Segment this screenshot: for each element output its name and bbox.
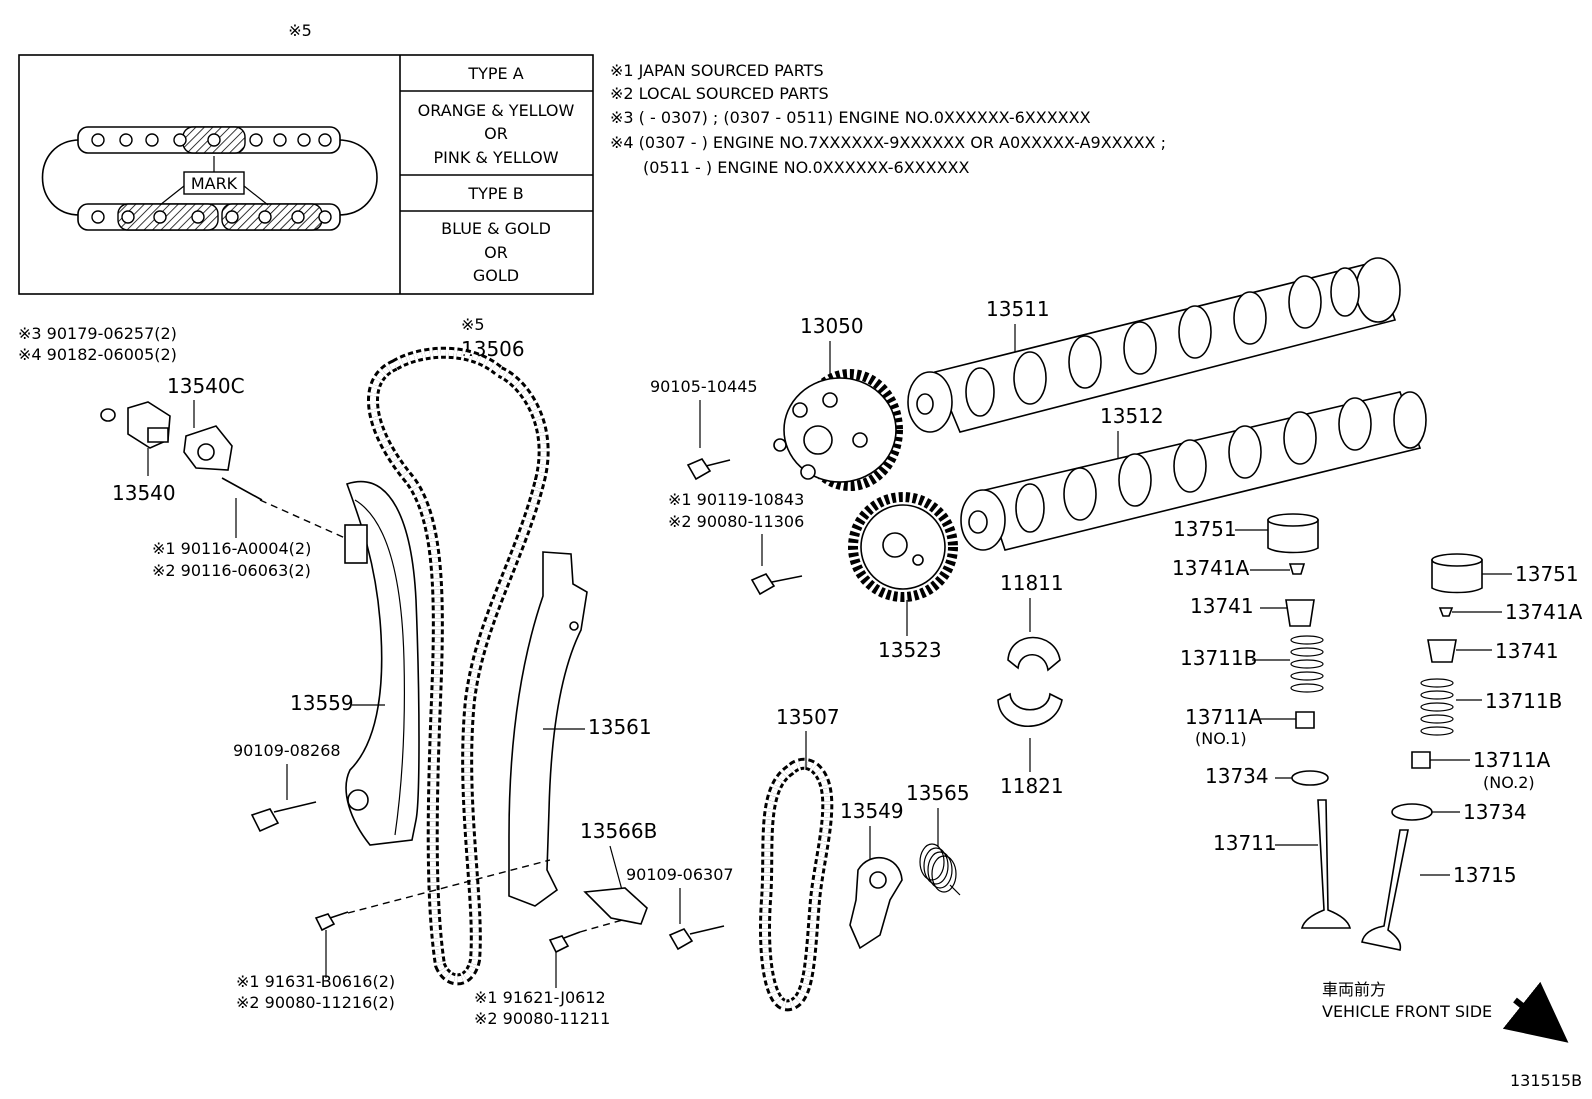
notes-block: ※1 JAPAN SOURCED PARTS ※2 LOCAL SOURCED … <box>610 61 1166 177</box>
bolt-icon <box>686 458 712 481</box>
label-13711B-l: 13711B <box>1180 646 1257 670</box>
label-11811: 11811 <box>1000 571 1064 595</box>
type-a-color-or: OR <box>484 124 508 143</box>
label-13741-l: 13741 <box>1190 594 1254 618</box>
mark-link-bottom-left <box>117 203 219 231</box>
type-b-color-1: BLUE & GOLD <box>441 219 551 238</box>
camshaft-13511: 13511 <box>907 257 1401 433</box>
bolt-icon <box>750 573 776 596</box>
oil-pump-chain-13507: 13507 <box>759 705 840 1012</box>
label-91631-b: ※2 90080-11216(2) <box>236 993 395 1012</box>
label-13050: 13050 <box>800 314 864 338</box>
bolt-icon <box>314 913 336 932</box>
label-13523: 13523 <box>878 638 942 662</box>
label-91631-a: ※1 91631-B0616(2) <box>236 972 395 991</box>
label-13507: 13507 <box>776 705 840 729</box>
type-a-color-2: PINK & YELLOW <box>433 148 558 167</box>
note-4: ※4 (0307 - ) ENGINE NO.7XXXXXX-9XXXXXX O… <box>610 133 1166 152</box>
front-arrow-icon <box>1502 981 1569 1043</box>
label-13734-r: 13734 <box>1463 800 1527 824</box>
label-13741A-l: 13741A <box>1172 556 1250 580</box>
vehicle-front-indicator: 車両前方 VEHICLE FRONT SIDE <box>1322 980 1569 1043</box>
mark-label: MARK <box>191 174 238 193</box>
bolt-icon <box>548 935 570 954</box>
label-13715: 13715 <box>1453 863 1517 887</box>
label-90109-08268: 90109-08268 <box>233 741 341 760</box>
type-b-label: TYPE B <box>467 184 523 203</box>
label-13751-l: 13751 <box>1173 517 1237 541</box>
bearings: 11811 11821 <box>997 571 1064 798</box>
valve-train-left: 13751 13741A 13741 13711B 13711A (NO.1) … <box>1172 513 1352 929</box>
label-13734-l: 13734 <box>1205 764 1269 788</box>
label-13741A-r: 13741A <box>1505 600 1583 624</box>
note-2: ※2 LOCAL SOURCED PARTS <box>610 84 829 103</box>
label-91621-b: ※2 90080-11211 <box>474 1009 610 1028</box>
label-13512: 13512 <box>1100 404 1164 428</box>
inset-ref-mark: ※5 <box>288 21 312 40</box>
label-13561: 13561 <box>588 715 652 739</box>
label-13566B: 13566B <box>580 819 657 843</box>
chain-damper-13566B: 13566B 90109-06307 <box>580 819 734 951</box>
label-13559: 13559 <box>290 691 354 715</box>
front-side-en: VEHICLE FRONT SIDE <box>1322 1002 1492 1021</box>
note-3: ※3 ( - 0307) ; (0307 - 0511) ENGINE NO.0… <box>610 108 1091 127</box>
label-13711: 13711 <box>1213 831 1277 855</box>
label-90116-a: ※1 90116-A0004(2) <box>152 539 311 558</box>
label-13540: 13540 <box>112 481 176 505</box>
label-90119-b: ※2 90080-11306 <box>668 512 804 531</box>
chain-loop-drawing: MARK <box>41 126 378 231</box>
label-91621-a: ※1 91621-J0612 <box>474 988 606 1007</box>
nut-icon <box>100 408 116 422</box>
label-13540-note2: ※4 90182-06005(2) <box>18 345 177 364</box>
figure-code: 131515B <box>1510 1071 1582 1090</box>
guide-bolts: ※1 91631-B0616(2) ※2 90080-11216(2) ※1 9… <box>236 859 641 1028</box>
type-a-color-1: ORANGE & YELLOW <box>418 101 575 120</box>
camshaft-13512: 13512 <box>960 391 1427 551</box>
note-5: (0511 - ) ENGINE NO.0XXXXXX-6XXXXXX <box>643 158 970 177</box>
timing-chain-13506: ※5 13506 <box>367 315 550 986</box>
bolt-icon <box>668 928 694 951</box>
label-13711B-r: 13711B <box>1485 689 1562 713</box>
label-13711A-r-sub: (NO.2) <box>1483 773 1535 792</box>
intake-valve <box>1300 799 1352 929</box>
chain-guide-13561: 13561 <box>508 551 652 907</box>
tensioner-group: ※3 90179-06257(2) ※4 90182-06005(2) 1354… <box>18 324 346 580</box>
label-13711A-l-sub: (NO.1) <box>1195 729 1247 748</box>
bolt-icon <box>250 808 280 833</box>
label-90109-06307: 90109-06307 <box>626 865 734 884</box>
vvt-gear-13050: 13050 90105-10445 ※1 90119-10843 ※2 9008… <box>650 314 903 596</box>
front-side-jp: 車両前方 <box>1322 980 1386 999</box>
note-1: ※1 JAPAN SOURCED PARTS <box>610 61 824 80</box>
label-13540-note1: ※3 90179-06257(2) <box>18 324 177 343</box>
label-13711A-r: 13711A <box>1473 748 1551 772</box>
valve-train-right: 13751 13741A 13741 13711B 13711A (NO.2) … <box>1361 553 1583 951</box>
label-13741-r: 13741 <box>1495 639 1559 663</box>
type-a-label: TYPE A <box>467 64 523 83</box>
label-13751-r: 13751 <box>1515 562 1579 586</box>
spring-13565: 13565 <box>906 781 970 896</box>
type-b-color-or: OR <box>484 243 508 262</box>
label-90105: 90105-10445 <box>650 377 758 396</box>
label-13506: 13506 <box>461 337 525 361</box>
label-13711A-l: 13711A <box>1185 705 1263 729</box>
sprocket-13523: 13523 <box>848 492 958 662</box>
label-13549: 13549 <box>840 799 904 823</box>
label-13540C: 13540C <box>167 374 245 398</box>
chain-slipper-13559: 13559 90109-08268 <box>233 481 420 846</box>
label-11821: 11821 <box>1000 774 1064 798</box>
label-90119-a: ※1 90119-10843 <box>668 490 804 509</box>
chain-mark-inset: ※5 MARK <box>18 21 594 295</box>
stud-bolt <box>221 477 263 501</box>
exhaust-valve <box>1361 829 1409 951</box>
tensioner-arm-13549: 13549 <box>840 799 904 950</box>
label-90116-b: ※2 90116-06063(2) <box>152 561 311 580</box>
label-13511: 13511 <box>986 297 1050 321</box>
label-13506-ref: ※5 <box>461 315 485 334</box>
label-13565: 13565 <box>906 781 970 805</box>
type-b-color-2: GOLD <box>473 266 519 285</box>
